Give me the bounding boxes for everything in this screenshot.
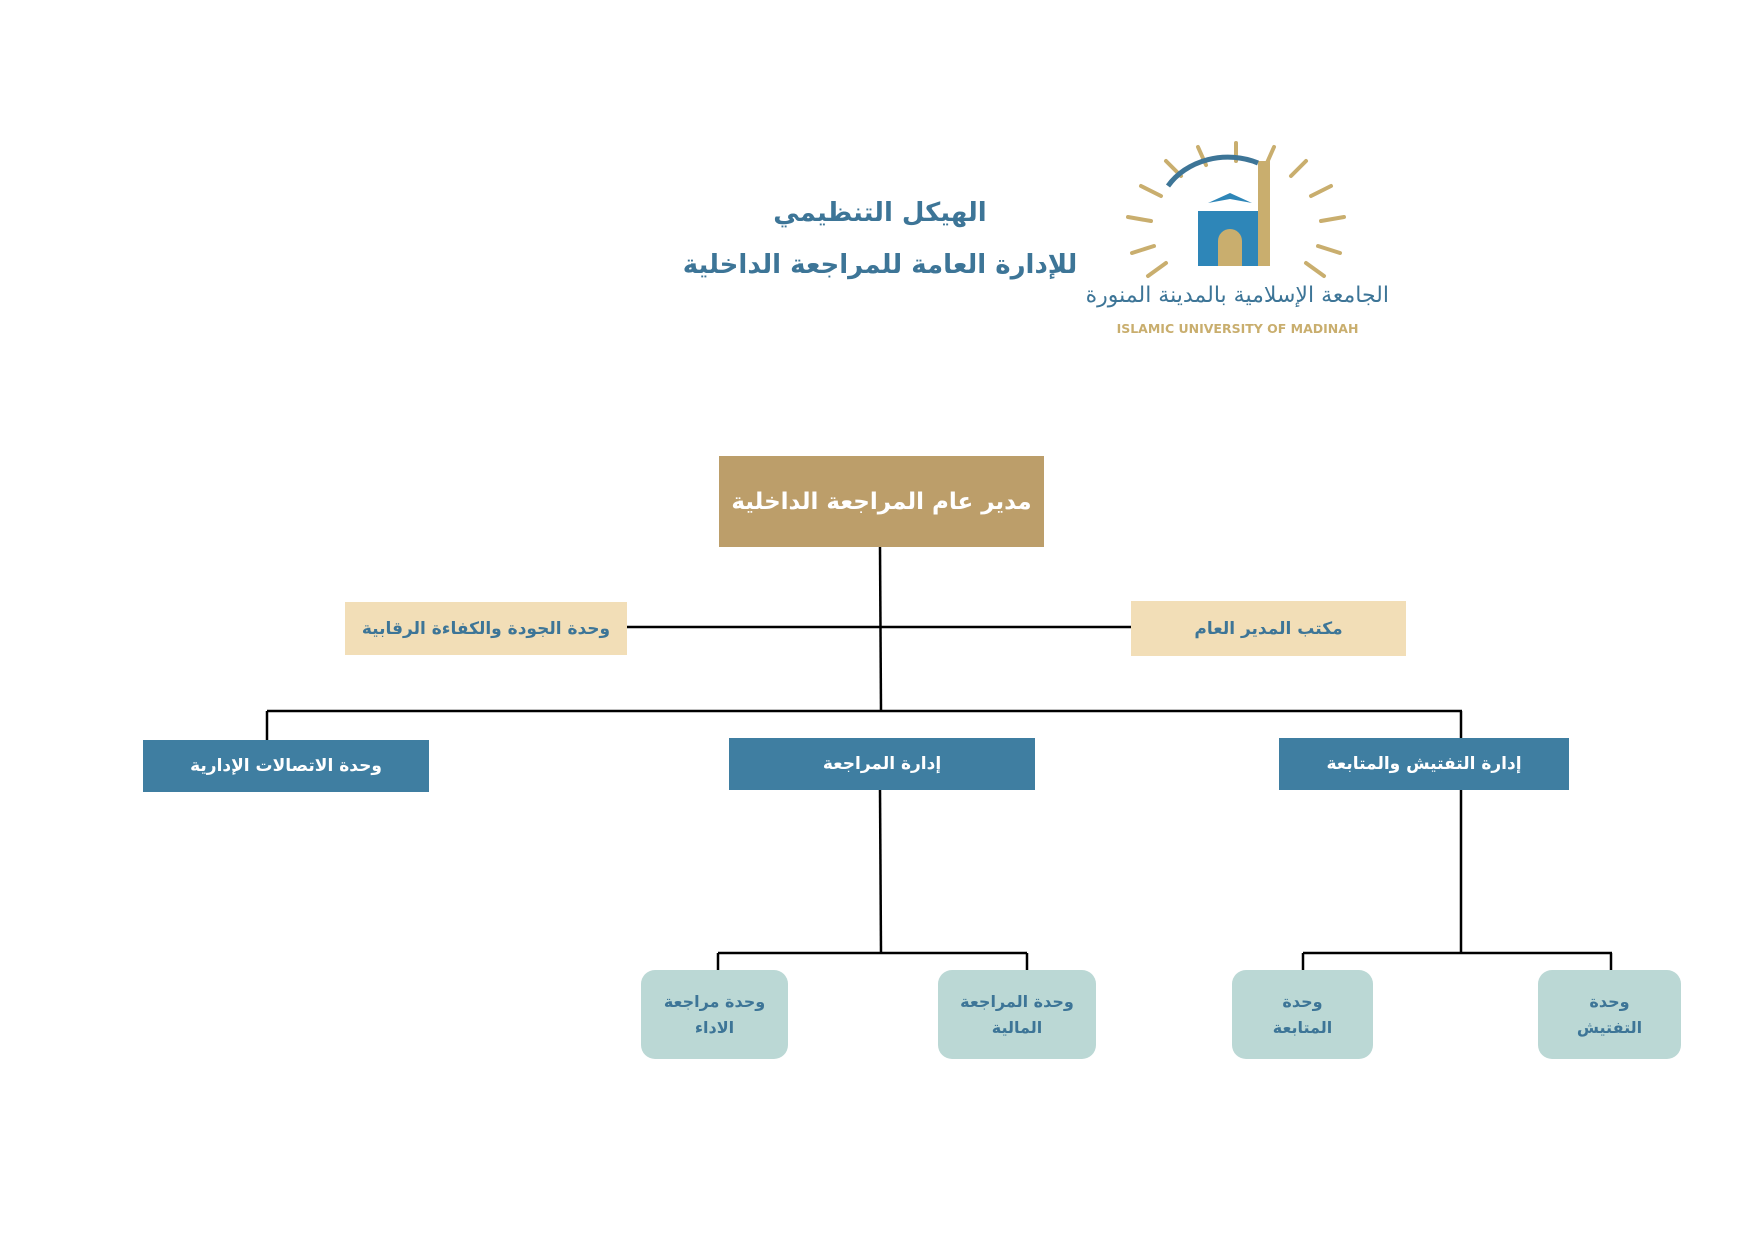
node-quality-unit: وحدة الجودة والكفاءة الرقابية [345,602,627,655]
university-logo: الجامعة الإسلامية بالمدينة المنورة ISLAM… [1086,141,1389,341]
page-title: الهيكل التنظيمي [773,198,987,228]
node-inspection-followup-department: إدارة التفتيش والمتابعة [1279,738,1569,790]
node-financial-audit-unit: وحدة المراجعة المالية [938,970,1096,1059]
node-performance-audit-unit: وحدة مراجعة الاداء [641,970,788,1059]
logo-arabic-name: الجامعة الإسلامية بالمدينة المنورة [1085,283,1389,308]
logo-english-name: ISLAMIC UNIVERSITY OF MADINAH [1116,321,1359,336]
logo-emblem-icon [1126,141,1346,278]
node-audit-department: إدارة المراجعة [729,738,1035,790]
root-node-director-general: مدير عام المراجعة الداخلية [719,456,1044,547]
node-inspection-unit: وحدة التفتيش [1538,970,1681,1059]
node-director-office: مكتب المدير العام [1131,601,1406,656]
node-admin-communications-unit: وحدة الاتصالات الإدارية [143,740,429,792]
node-followup-unit: وحدة المتابعة [1232,970,1373,1059]
page-subtitle: للإدارة العامة للمراجعة الداخلية [682,250,1078,280]
